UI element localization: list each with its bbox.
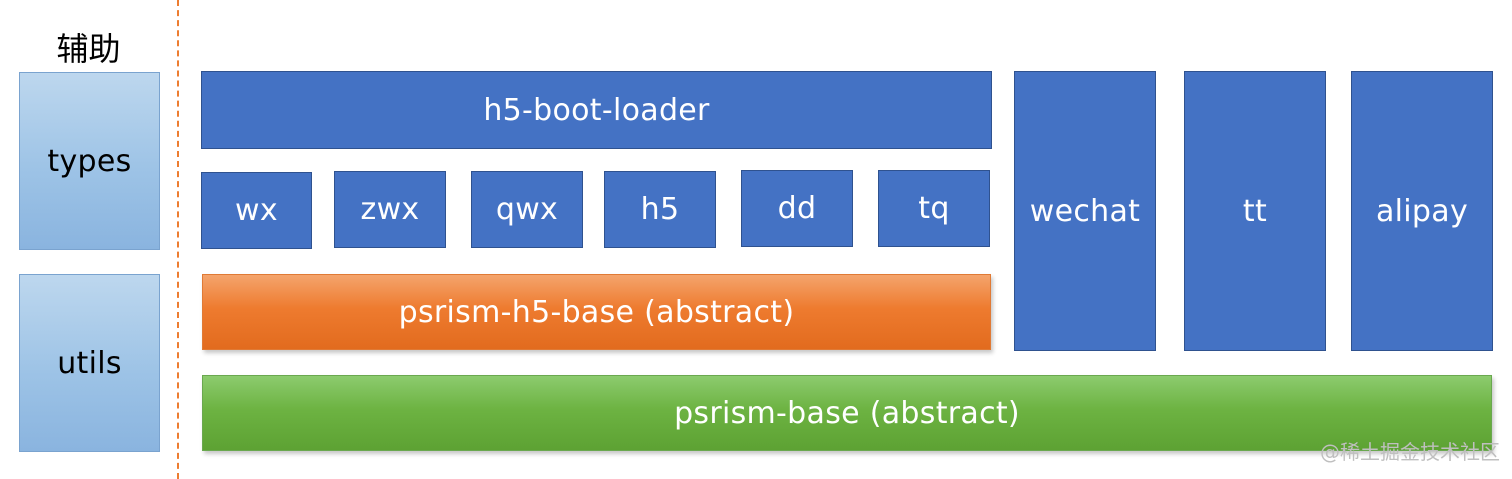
watermark: @稀土掘金技术社区 (1320, 440, 1500, 464)
tt-box: tt (1184, 71, 1326, 351)
platform-box-wx: wx (201, 172, 312, 249)
sidebar-heading: 辅助 (56, 30, 121, 68)
platform-box-h5: h5 (604, 171, 716, 248)
utils-box: utils (19, 274, 160, 452)
psrism-h5-base-box: psrism-h5-base (abstract) (202, 274, 991, 350)
wechat-box: wechat (1014, 71, 1156, 351)
platform-box-zwx: zwx (334, 171, 446, 248)
dashed-divider (177, 0, 179, 479)
alipay-box: alipay (1351, 71, 1493, 351)
platform-box-dd: dd (741, 170, 853, 247)
types-box: types (19, 72, 160, 250)
h5-boot-loader-box: h5-boot-loader (201, 71, 992, 149)
platform-box-tq: tq (878, 170, 990, 247)
platform-box-qwx: qwx (471, 171, 583, 248)
psrism-base-box: psrism-base (abstract) (202, 375, 1492, 451)
